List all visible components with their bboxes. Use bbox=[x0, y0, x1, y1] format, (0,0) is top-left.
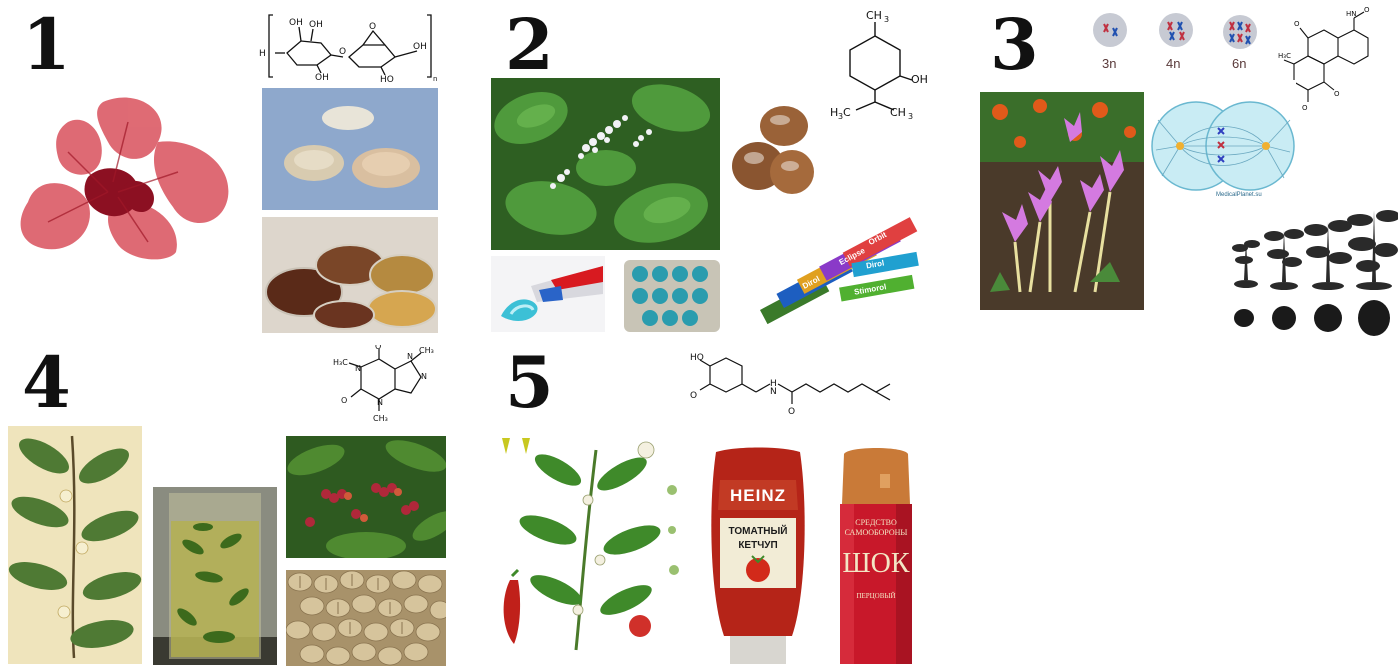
svg-text:HN: HN bbox=[1346, 10, 1357, 18]
mitosis-watermark: MedicalPlanet.su bbox=[1216, 192, 1262, 198]
capsaicin-structure-formula: HO O H N O bbox=[686, 348, 908, 418]
tea-plant-botanical-illustration bbox=[8, 426, 142, 664]
svg-text:OH: OH bbox=[289, 18, 303, 28]
svg-text:H: H bbox=[259, 49, 266, 59]
mitosis-spindle-diagram: MedicalPlanet.su bbox=[1150, 80, 1296, 206]
svg-text:CH₃: CH₃ bbox=[373, 414, 388, 423]
capsicum-botanical-illustration bbox=[496, 430, 686, 666]
group-number-2: 2 bbox=[505, 3, 554, 86]
svg-text:3: 3 bbox=[838, 112, 843, 120]
ploidy-label-4n: 4n bbox=[1166, 56, 1181, 71]
group-number-4: 4 bbox=[22, 341, 71, 424]
group-number-3: 3 bbox=[990, 3, 1039, 86]
svg-text:3: 3 bbox=[908, 112, 913, 120]
svg-text:O: O bbox=[1364, 6, 1370, 14]
svg-text:OH: OH bbox=[309, 20, 323, 30]
svg-text:O: O bbox=[369, 22, 376, 32]
toothpaste-photo bbox=[491, 256, 605, 332]
ploidy-cells: 3n 4n 6n bbox=[1088, 10, 1260, 72]
spray-product-name: ШОК bbox=[842, 548, 910, 579]
svg-text:N: N bbox=[355, 364, 361, 373]
colchicum-flower-photo bbox=[980, 92, 1144, 310]
svg-text:N: N bbox=[407, 352, 413, 361]
svg-text:O: O bbox=[341, 396, 347, 405]
heinz-product-line2: КЕТЧУП bbox=[738, 540, 778, 551]
svg-text:OH: OH bbox=[315, 73, 329, 83]
agarose-structure-formula: H OH OH OH O O HO OH n bbox=[255, 5, 445, 85]
mint-gingerbread-photo bbox=[730, 102, 816, 202]
svg-text:H₃C: H₃C bbox=[333, 358, 348, 367]
chewing-gum-photo: Dirol Eclipse Orbit Dirol Stimorol bbox=[752, 212, 924, 334]
svg-text:OH: OH bbox=[413, 42, 427, 52]
svg-text:C: C bbox=[843, 106, 851, 119]
svg-text:CH: CH bbox=[866, 9, 882, 22]
spray-label-sub: ПЕРЦОВЫЙ bbox=[856, 592, 896, 600]
heinz-product-line1: ТОМАТНЫЙ bbox=[728, 526, 788, 537]
mint-lozenges-photo bbox=[624, 260, 720, 332]
mint-plant-photo bbox=[491, 78, 720, 250]
svg-text:H: H bbox=[830, 106, 838, 119]
svg-text:N: N bbox=[421, 372, 427, 381]
coffee-cherries-photo bbox=[286, 436, 446, 558]
svg-text:OH: OH bbox=[911, 73, 928, 86]
svg-text:O: O bbox=[375, 345, 381, 351]
red-seaweed-photo bbox=[8, 82, 246, 264]
caffeine-structure-formula: O H₃C O CH₃ CH₃ N N N N bbox=[325, 345, 437, 427]
svg-text:O: O bbox=[690, 391, 697, 401]
svg-text:O: O bbox=[1334, 90, 1340, 98]
spray-label-top1: СРЕДСТВО bbox=[855, 518, 897, 527]
ploidy-label-3n: 3n bbox=[1102, 56, 1117, 71]
pepper-spray-can: СРЕДСТВО САМООБОРОНЫ ШОК ПЕРЦОВЫЙ bbox=[834, 444, 918, 666]
spray-label-top2: САМООБОРОНЫ bbox=[844, 528, 908, 537]
svg-text:H₃C: H₃C bbox=[1278, 52, 1291, 60]
svg-text:H: H bbox=[770, 379, 777, 389]
green-coffee-beans-photo bbox=[286, 570, 446, 666]
svg-text:n: n bbox=[433, 75, 437, 83]
svg-text:HO: HO bbox=[380, 75, 394, 85]
svg-text:CH: CH bbox=[890, 106, 906, 119]
svg-text:N: N bbox=[377, 398, 383, 407]
svg-text:HO: HO bbox=[690, 353, 704, 363]
heinz-ketchup-bottle: HEINZ ТОМАТНЫЙ КЕТЧУП bbox=[706, 446, 810, 668]
svg-text:3: 3 bbox=[884, 15, 889, 24]
ploidy-label-6n: 6n bbox=[1232, 56, 1247, 71]
group-number-1: 1 bbox=[22, 3, 71, 86]
green-tea-glass-photo bbox=[153, 487, 277, 665]
polyploid-plants-illustration bbox=[1222, 200, 1398, 342]
svg-text:O: O bbox=[1294, 20, 1300, 28]
svg-text:CH₃: CH₃ bbox=[419, 346, 434, 355]
agar-petri-dishes-photo bbox=[262, 217, 438, 333]
svg-text:N: N bbox=[770, 387, 777, 397]
group-number-5: 5 bbox=[505, 341, 554, 424]
agar-powder-photo bbox=[262, 88, 438, 210]
svg-text:O: O bbox=[788, 407, 795, 417]
heinz-brand-label: HEINZ bbox=[730, 486, 786, 505]
svg-text:O: O bbox=[1302, 104, 1308, 112]
svg-text:O: O bbox=[339, 47, 346, 57]
colchicine-structure-formula: O HN O H₃C O O O bbox=[1278, 2, 1394, 118]
